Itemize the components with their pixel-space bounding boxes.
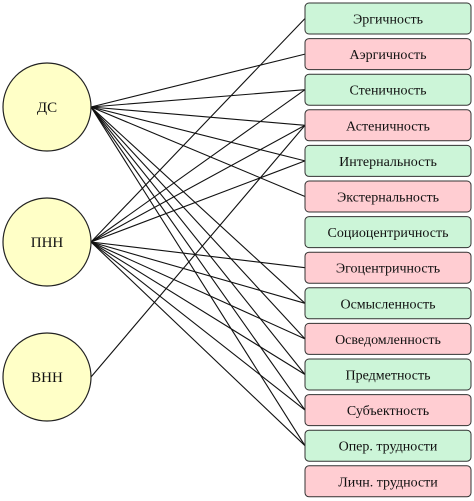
connection-line-pnn-2 [90,89,306,243]
connection-line-pnn-4 [90,160,306,243]
target-box-8: Осмысленность [304,287,472,320]
target-box-rect [304,216,472,249]
target-box-rect [304,38,472,71]
target-box-label: Опер. трудности [339,440,438,455]
connection-line-pnn-7 [90,241,306,269]
target-box-label: Аэргичность [350,48,427,63]
target-box-1: Аэргичность [304,38,472,71]
connection-line-pnn-3 [90,124,306,243]
connection-line-ds-9 [90,106,306,340]
target-box-rect [304,2,472,35]
node-circle [2,62,92,152]
connection-line-pnn-11 [90,241,306,411]
target-box-9: Осведомленность [304,322,472,355]
target-box-7: Эгоцентричность [304,251,472,284]
target-box-3: Астеничность [304,109,472,142]
connection-line-ds-10 [90,106,306,375]
target-box-12: Опер. трудности [304,429,472,462]
connection-line-ds-2 [90,89,306,108]
target-box-rect [304,287,472,320]
connection-line-pnn-10 [90,241,306,375]
connection-line-ds-5 [90,106,306,198]
target-box-label: Предметность [345,369,430,384]
target-box-11: Субъектность [304,394,472,427]
node-label: ВНН [31,370,63,386]
node-label: ДС [37,100,57,116]
node-vnn: ВНН [2,332,92,422]
target-box-label: Астеничность [346,119,430,134]
node-label: ПНН [31,235,64,251]
target-box-0: Эргичность [304,2,472,35]
connection-line-ds-11 [90,106,306,411]
connection-line-ds-12 [90,106,306,446]
target-box-label: Субъектность [347,404,429,419]
target-box-10: Предметность [304,358,472,391]
connection-lines [90,18,306,447]
target-box-label: Экстернальность [337,191,439,206]
target-box-5: Экстернальность [304,180,472,213]
target-box-rect [304,180,472,213]
target-box-label: Стеничность [349,84,426,99]
node-ds: ДС [2,62,92,152]
target-box-6: Социоцентричность [304,216,472,249]
connection-line-pnn-12 [90,241,306,447]
target-box-rect [304,73,472,106]
source-nodes: ДС ПНН ВНН [2,62,92,422]
connection-line-ds-4 [90,106,306,162]
target-box-label: Эргичность [353,13,423,28]
target-box-rect [304,394,472,427]
target-box-rect [304,251,472,284]
target-box-rect [304,429,472,462]
target-box-rect [304,358,472,391]
node-circle [2,332,92,422]
connection-line-vnn-3 [90,124,306,378]
target-box-rect [304,144,472,177]
target-boxes: ЭргичностьАэргичностьСтеничностьАстеничн… [304,2,472,498]
connection-line-ds-1 [90,53,306,108]
connection-line-pnn-9 [90,241,306,340]
target-box-rect [304,465,472,498]
node-pnn: ПНН [2,197,92,287]
connection-line-pnn-0 [90,18,306,243]
target-box-rect [304,109,472,142]
target-box-2: Стеничность [304,73,472,106]
connection-line-pnn-8 [90,241,306,304]
target-box-label: Осмысленность [340,297,435,312]
target-box-rect [304,322,472,355]
target-box-13: Личн. трудности [304,465,472,498]
connection-line-ds-8 [90,106,306,304]
node-circle [2,197,92,287]
target-box-4: Интернальность [304,144,472,177]
target-box-label: Эгоцентричность [336,262,440,277]
target-box-label: Осведомленность [335,333,441,348]
target-box-label: Интернальность [339,155,437,170]
target-box-label: Социоцентричность [328,226,449,241]
target-box-label: Личн. трудности [338,475,438,490]
connection-line-ds-3 [90,106,306,126]
